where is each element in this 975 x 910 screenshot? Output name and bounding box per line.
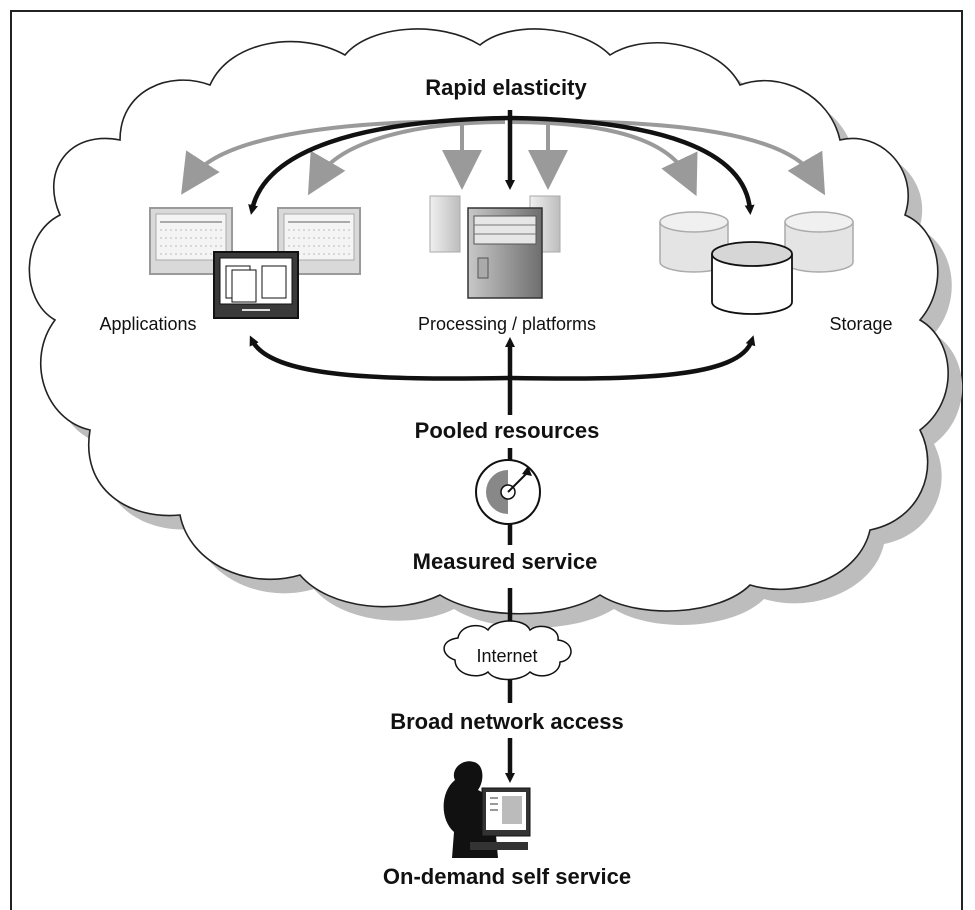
elasticity-arrows-dark <box>248 110 755 215</box>
main-cloud <box>28 28 963 628</box>
user-at-computer-icon <box>443 761 531 858</box>
diagram-frame <box>10 10 963 910</box>
storage-icon <box>659 211 854 315</box>
pooled-resources-label: Pooled resources <box>415 418 600 443</box>
server-icon <box>429 195 561 299</box>
internet-label: Internet <box>476 646 537 666</box>
measured-service-label: Measured service <box>413 549 598 574</box>
meter-icon <box>475 459 541 525</box>
applications-label: Applications <box>99 314 196 334</box>
broad-network-access-label: Broad network access <box>390 709 624 734</box>
processing-label: Processing / platforms <box>418 314 596 334</box>
applications-icon <box>149 207 361 319</box>
internet-cloud-icon <box>443 620 572 681</box>
pooled-arrows <box>249 335 756 783</box>
storage-label: Storage <box>829 314 892 334</box>
on-demand-label: On-demand self service <box>383 864 631 889</box>
rapid-elasticity-label: Rapid elasticity <box>425 75 587 100</box>
